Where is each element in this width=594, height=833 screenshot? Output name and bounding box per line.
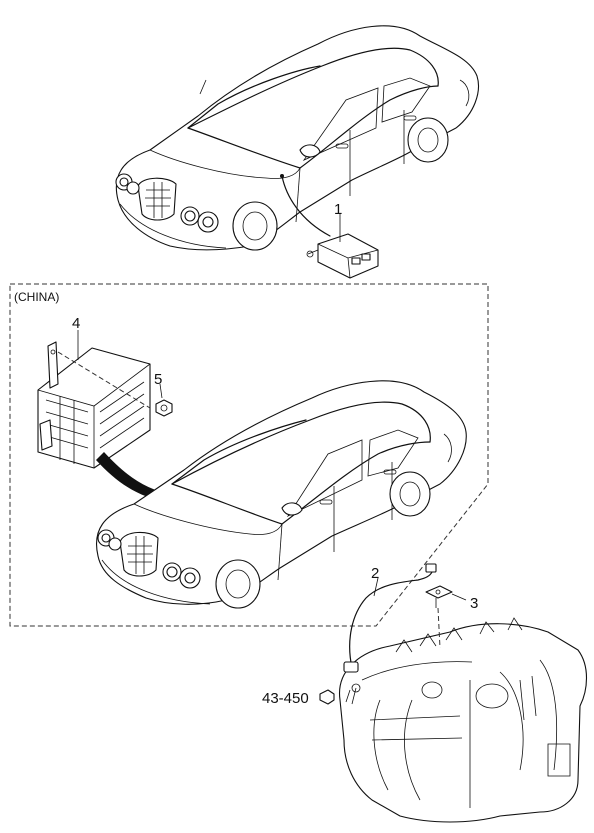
callout-5: 5 xyxy=(154,371,162,388)
plug-ref-43-450 xyxy=(319,689,335,705)
transmission xyxy=(339,617,588,823)
callout-1: 1 xyxy=(334,201,342,218)
callout-3: 3 xyxy=(470,595,478,612)
top-car xyxy=(115,25,479,251)
callout-4: 4 xyxy=(72,315,80,332)
china-region-box xyxy=(9,283,489,627)
callout-ref: 43-450 xyxy=(262,690,309,707)
nut-part-5 xyxy=(155,399,173,417)
relay-part-1 xyxy=(306,233,379,279)
china-region-label: (CHINA) xyxy=(14,290,59,304)
middle-car xyxy=(96,380,467,609)
callout-2: 2 xyxy=(371,565,379,582)
sensor-part-2 xyxy=(343,563,437,673)
bracket-part-3 xyxy=(425,585,453,608)
control-module-part-4 xyxy=(37,341,151,469)
